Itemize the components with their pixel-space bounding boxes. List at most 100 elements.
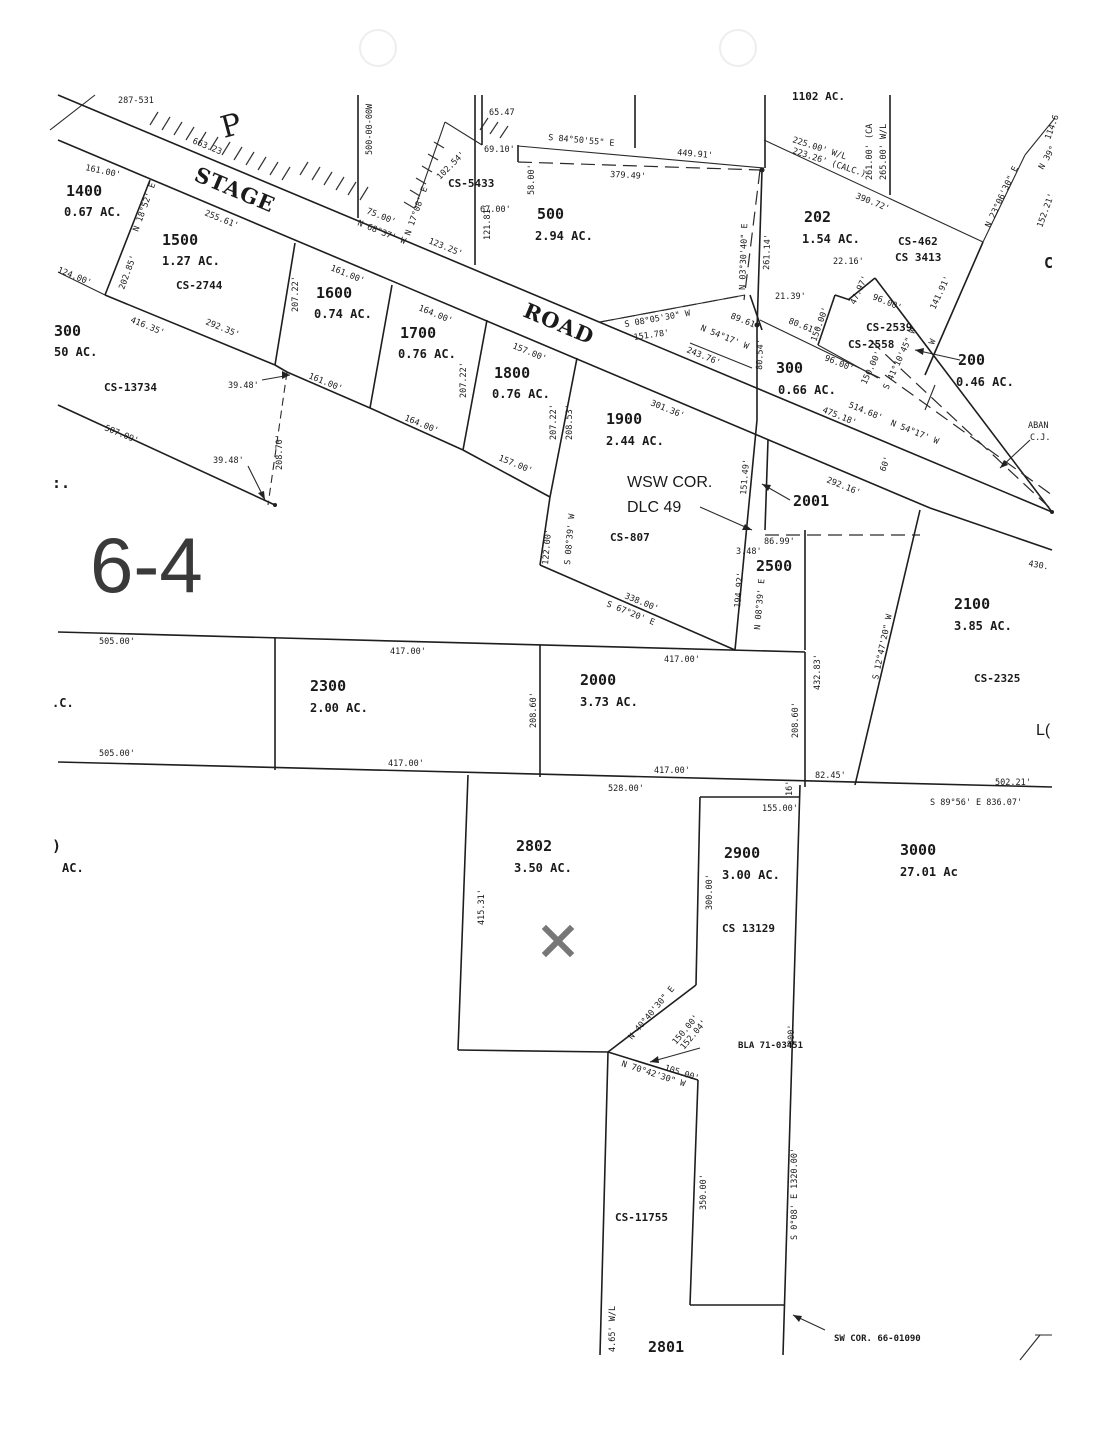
fragment-text: 50 AC. bbox=[54, 345, 97, 359]
survey-ref: CS 13129 bbox=[722, 922, 775, 935]
survey-ref: CS-462 bbox=[898, 235, 938, 248]
dimension-label: 67.00' bbox=[480, 205, 511, 215]
bearing-label: N 23°06'30" E bbox=[984, 165, 1021, 230]
dimension-label: 150.00' bbox=[860, 350, 884, 387]
dimension-label: 500-00-00W bbox=[365, 103, 375, 155]
dimension-label: 86.99' bbox=[764, 537, 795, 547]
bearing-label: S 0°08' E 1320.00' bbox=[790, 1148, 800, 1240]
parcel-number: 2801 bbox=[648, 1338, 684, 1356]
fragment-text: ABAN bbox=[1028, 421, 1048, 431]
parcel-acres: 0.74 AC. bbox=[314, 307, 372, 321]
dimension-label: 60' bbox=[878, 455, 893, 473]
map-page-label: 6-4 bbox=[90, 521, 203, 609]
dimension-label: 124.00' bbox=[56, 266, 93, 289]
dlc-note-line2: DLC 49 bbox=[627, 499, 681, 516]
fragment-text: 265.00' W/L bbox=[879, 124, 889, 180]
dimension-label: 415.31' bbox=[477, 889, 487, 925]
dimension-label: 390.72' bbox=[854, 192, 891, 215]
dimension-label: 350.00' bbox=[699, 1174, 709, 1210]
dimension-label: 194.92' bbox=[733, 572, 746, 609]
bearing-label: N 68°37' W bbox=[356, 219, 408, 248]
dimension-label: 207.22' bbox=[459, 362, 469, 398]
dimension-label: 80.54' bbox=[755, 339, 766, 370]
scan-hole-mark bbox=[719, 29, 757, 67]
parcel-acres: 3.50 AC. bbox=[514, 861, 572, 875]
fragment-text: 430. bbox=[1027, 559, 1049, 572]
dimension-label: 96.00' bbox=[871, 293, 903, 314]
dimension-label: 261.14' bbox=[762, 234, 773, 270]
dimension-label: 800' bbox=[787, 1025, 797, 1045]
dimension-label: 505.00' bbox=[99, 637, 135, 647]
parcel-number: 2802 bbox=[516, 837, 552, 855]
parcel-acres: 0.67 AC. bbox=[64, 205, 122, 219]
dimension-label: 417.00' bbox=[654, 766, 690, 776]
fragment-text: AC. bbox=[62, 861, 84, 875]
dimension-label: 255.61' bbox=[203, 209, 240, 232]
dimension-label: 449.91' bbox=[677, 148, 714, 161]
parcel-number: 1700 bbox=[400, 324, 436, 342]
survey-ref: CS-13734 bbox=[104, 381, 157, 394]
dimension-label: 300.00' bbox=[705, 874, 715, 910]
bearing-label: W bbox=[927, 337, 938, 346]
survey-ref: CS-2325 bbox=[974, 672, 1020, 685]
bearing-label: S 89°56' E 836.07' bbox=[930, 798, 1022, 808]
dimension-label: 207.22' bbox=[549, 404, 559, 440]
dimension-label: 4.65' W/L bbox=[608, 1306, 618, 1352]
survey-ref: CS 3413 bbox=[895, 251, 941, 264]
dimension-label: 47.97' bbox=[849, 274, 871, 306]
handwritten-mark: P bbox=[217, 106, 247, 145]
dimension-label: 164.00' bbox=[417, 304, 454, 327]
parcel-acres: 0.66 AC. bbox=[778, 383, 836, 397]
dimension-label: 155.00' bbox=[762, 804, 798, 814]
parcel-number: 2000 bbox=[580, 671, 616, 689]
hatch-marks bbox=[149, 111, 509, 209]
bearing-label: N 03°30'40" E bbox=[738, 223, 750, 290]
parcel-lines-south bbox=[57, 179, 921, 786]
bearing-label: N 17°08' E bbox=[403, 186, 430, 238]
fragment-text: L( bbox=[1036, 722, 1051, 739]
parcel-acres: 1.27 AC. bbox=[162, 254, 220, 268]
dimension-label: 3.48' bbox=[736, 547, 762, 557]
parcel-number: 1800 bbox=[494, 364, 530, 382]
dimension-label: 207.22' bbox=[291, 276, 301, 312]
dimension-label: 122.00' bbox=[541, 529, 554, 566]
parcel-acres: 2.00 AC. bbox=[310, 701, 368, 715]
dimension-label: 157.00' bbox=[497, 454, 534, 477]
location-marker-icon bbox=[541, 924, 575, 958]
survey-ref: BLA 71-03451 bbox=[738, 1041, 803, 1051]
dimension-label: 416.35' bbox=[129, 316, 166, 339]
scan-hole-mark bbox=[359, 29, 397, 67]
dimension-label: 663.23 bbox=[191, 137, 223, 158]
dimension-label: 417.00' bbox=[664, 655, 700, 665]
dimension-label: 22.16' bbox=[833, 257, 864, 267]
dimension-label: 58.00' bbox=[527, 164, 537, 195]
parcel-acres: 0.76 AC. bbox=[492, 387, 550, 401]
dimension-label: 151.49' bbox=[739, 459, 752, 496]
dimension-label: 208.60' bbox=[791, 702, 801, 738]
parcel-acres: 27.01 Ac bbox=[900, 865, 958, 879]
dimension-label: 69.10' bbox=[484, 145, 515, 155]
fragment-text: 287-531 bbox=[118, 96, 154, 106]
dimension-label: 80.61' bbox=[787, 317, 819, 338]
bearing-label: N 54°17' W bbox=[889, 419, 941, 448]
fragment-text: N 39° bbox=[1037, 144, 1058, 171]
parcel-number: 2300 bbox=[310, 677, 346, 695]
survey-points bbox=[273, 167, 1054, 514]
parcel-number: 3000 bbox=[900, 841, 936, 859]
dimension-label: 121.81' bbox=[483, 204, 493, 240]
parcel-number: 1500 bbox=[162, 231, 198, 249]
dimension-label: 528.00' bbox=[608, 784, 644, 794]
survey-ref: CS-2558 bbox=[848, 338, 894, 351]
dimension-label: 151.78' bbox=[633, 328, 670, 343]
survey-ref: CS-2539 bbox=[866, 321, 912, 334]
dimension-label: 65.47 bbox=[489, 108, 515, 118]
parcel-number: 300 bbox=[776, 359, 803, 377]
fragment-text: :. bbox=[52, 474, 70, 492]
dimension-label: 16' bbox=[785, 781, 795, 796]
survey-ref: SW COR. 66-01090 bbox=[834, 1334, 921, 1344]
dimension-label: 164.00' bbox=[403, 414, 440, 437]
dimension-label: 502.21' bbox=[995, 778, 1031, 788]
fragment-text: 300 bbox=[54, 322, 81, 340]
survey-ref: CS-11755 bbox=[615, 1211, 668, 1224]
